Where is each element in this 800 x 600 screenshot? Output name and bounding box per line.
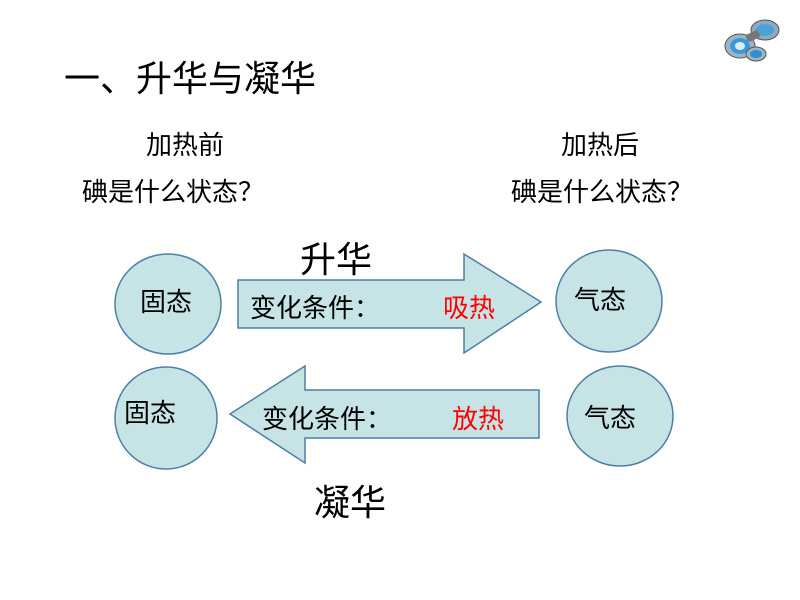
gas-state-label-top: 气态 [574,286,627,316]
sublimation-arrow [237,252,543,355]
after-heating-label: 加热后 [561,131,640,161]
gas-state-label-bottom: 气态 [584,404,637,434]
sublimation-condition-value: 吸热 [443,294,496,324]
solid-state-label-bottom: 固态 [124,399,177,429]
after-heating-question: 碘是什么状态？ [511,178,694,208]
deposition-label: 凝华 [314,483,387,524]
deposition-arrow [228,364,540,465]
deposition-condition-value: 放热 [452,405,505,435]
gas-circle-bottom [566,365,674,467]
page-title: 一、升华与凝华 [64,59,317,100]
gas-circle-top [555,249,663,353]
solid-state-label-top: 固态 [140,288,193,318]
before-heating-label: 加热前 [146,131,225,161]
solid-circle-bottom [114,366,218,470]
deposition-condition-label: 变化条件： [262,405,393,435]
before-heating-question: 碘是什么状态？ [82,178,265,208]
solid-circle-top [114,253,222,355]
sublimation-label: 升华 [300,240,373,281]
sublimation-condition-label: 变化条件： [250,294,381,324]
binoculars-icon [724,19,780,62]
